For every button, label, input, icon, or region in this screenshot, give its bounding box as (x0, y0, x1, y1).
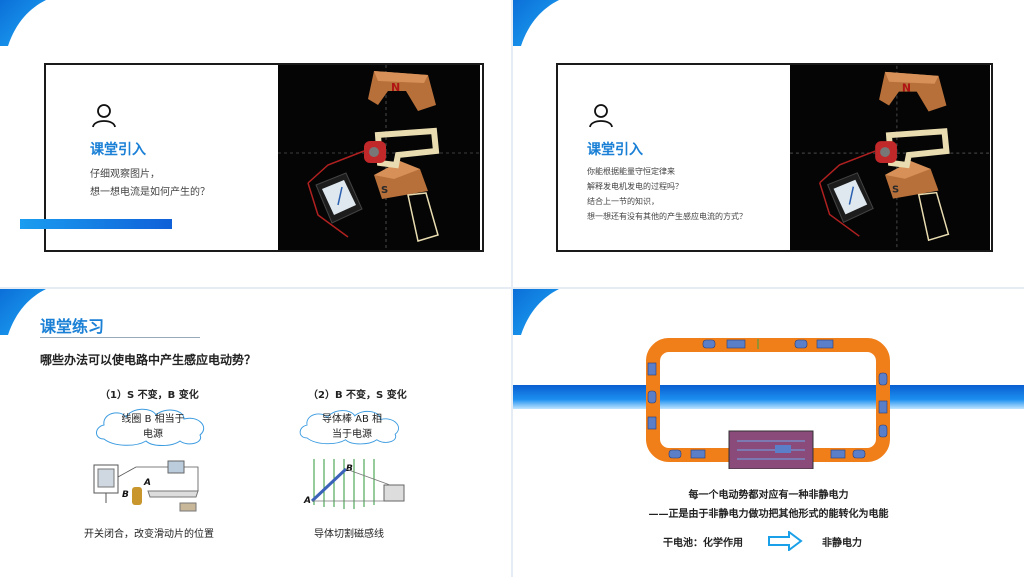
conductor-rod-image: A B (303, 459, 405, 509)
coil-label-b: B (122, 490, 129, 500)
intro-frame: 课堂引入 仔细观察图片， 想一想电流是如何产生的？ N S (44, 63, 484, 252)
cloud-bubble-1 (96, 408, 205, 446)
text-line-1: 仔细观察图片， (90, 169, 160, 180)
arrow-right-icon (768, 531, 803, 551)
case2-caption: 导体切割磁感线 (314, 529, 384, 540)
user-icon (589, 104, 613, 128)
corner-decoration (0, 289, 46, 335)
user-icon (92, 104, 116, 128)
corner-decoration (0, 0, 46, 46)
emf-loop-diagram (646, 338, 890, 469)
question-text: 哪些办法可以使电路中产生感应电动势？ (40, 353, 257, 367)
generator-image: N S (790, 65, 990, 250)
slide-title: 课堂练习 (40, 317, 105, 336)
slide-intro-2[interactable]: 课堂引入 你能根据能量守恒定律来 解释发电机发电的过程吗？ 结合上一节的知识， … (513, 0, 1024, 287)
bubble2-line2: 当于电源 (332, 429, 372, 440)
magnet-n-label: N (391, 81, 400, 94)
emf-line-2: ——正是由于非静电力做功把其他形式的能转化为电能 (648, 509, 889, 520)
title-underline (40, 337, 200, 338)
magnet-s-label: S (381, 185, 388, 196)
coil-circuit-image: B A (93, 460, 199, 512)
battery-label: 干电池：化学作用 (663, 538, 743, 549)
magnet-s-label: S (892, 185, 899, 196)
text-line-1: 你能根据能量守恒定律来 (587, 167, 675, 176)
rod-label-a: A (303, 496, 311, 506)
magnet-n-label: N (902, 82, 911, 95)
text-line-2: 想一想电流是如何产生的？ (90, 187, 210, 198)
cloud-bubble-2 (299, 410, 399, 445)
emf-line-1: 每一个电动势都对应有一种非静电力 (688, 490, 849, 501)
slide-intro-1[interactable]: 课堂引入 仔细观察图片， 想一想电流是如何产生的？ N S (0, 0, 511, 287)
case1-caption: 开关闭合，改变滑动片的位置 (84, 529, 214, 540)
slide-practice[interactable]: 课堂练习 哪些办法可以使电路中产生感应电动势？ （1）S 不变，B 变化 线圈 … (0, 289, 511, 577)
accent-bar (20, 219, 172, 229)
case2-heading: （2）B 不变，S 变化 (308, 390, 407, 401)
text-line-2: 解释发电机发电的过程吗？ (587, 182, 683, 191)
generator-image: N S (278, 65, 480, 250)
bubble1-line2: 电源 (143, 429, 163, 440)
corner-decoration (513, 289, 559, 335)
corner-decoration (513, 0, 559, 46)
text-line-3: 结合上一节的知识， (587, 197, 659, 206)
rod-label-b: B (346, 464, 353, 474)
text-line-4: 想一想还有没有其他的产生感应电流的方式？ (587, 212, 747, 221)
coil-label-a: A (143, 478, 151, 488)
non-electrostatic-label: 非静电力 (822, 538, 862, 549)
case1-heading: （1）S 不变，B 变化 (100, 390, 199, 401)
bubble1-line1: 线圈 B 相当于 (121, 414, 185, 425)
blue-band (513, 385, 1024, 409)
slide-emf[interactable]: 每一个电动势都对应有一种非静电力 ——正是由于非静电力做功把其他形式的能转化为电… (513, 289, 1024, 577)
intro-frame: 课堂引入 你能根据能量守恒定律来 解释发电机发电的过程吗？ 结合上一节的知识， … (556, 63, 993, 252)
bubble2-line1: 导体棒 AB 相 (321, 414, 383, 425)
slide-title: 课堂引入 (587, 142, 643, 158)
slide-title: 课堂引入 (90, 142, 146, 158)
